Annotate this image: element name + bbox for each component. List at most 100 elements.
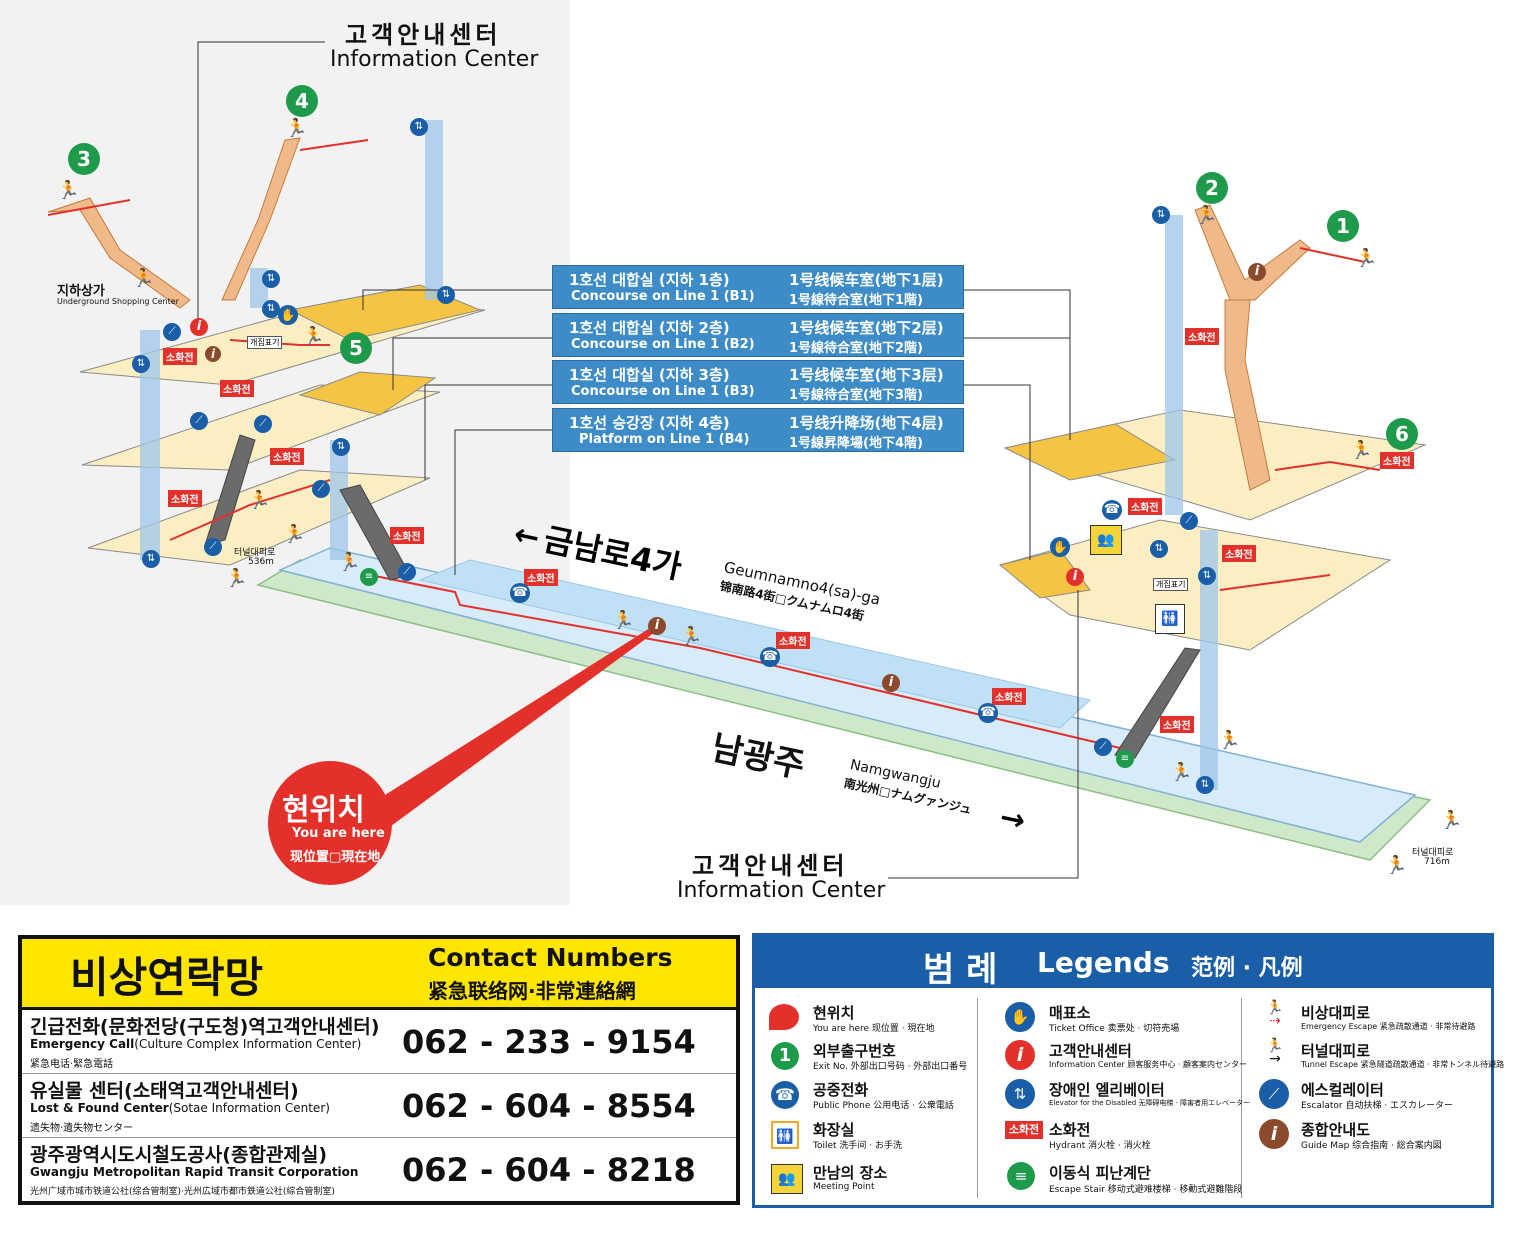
escalator-icon: ⟋ xyxy=(312,480,330,498)
meeting-point-icon: 👥 xyxy=(771,1164,803,1194)
right-elevator-shaft-2 xyxy=(1200,530,1218,790)
contact-row-en-bold: Emergency Call xyxy=(30,1037,135,1051)
evac-route-left xyxy=(169,479,331,541)
contact-row: 광주광역시도시철도공사(종합관제실) Gwangju Metropolitan … xyxy=(22,1138,736,1201)
escape-runner-icon: 🏃 xyxy=(1355,248,1378,269)
legend-header: 범 례 Legends 范例 · 凡例 xyxy=(755,936,1491,990)
info-center-icon: i xyxy=(1005,1040,1035,1070)
connector-b4 xyxy=(454,429,552,575)
escalator-icon: ⟋ xyxy=(1094,738,1112,756)
escalator-icon: ⟋ xyxy=(398,563,416,581)
contact-row-ko: 긴급전화(문화전당(구도청)역고객안내센터) xyxy=(30,1016,380,1038)
floor-b3-ko: 1호선 대합실 (지하 3층) xyxy=(569,366,730,384)
exit-badge-1: 1 xyxy=(1327,210,1359,242)
hydrant-marker: 소화전 xyxy=(524,569,558,586)
floor-label-b3: 1호선 대합실 (지하 3층) Concourse on Line 1 (B3)… xyxy=(552,360,964,404)
guide-map-icon: i xyxy=(1248,263,1266,281)
guide-map-icon: i xyxy=(205,346,221,362)
exit-badge-3: 3 xyxy=(68,143,100,175)
public-phone-icon: ☎ xyxy=(760,647,780,667)
elevator-icon: ⇅ xyxy=(332,438,350,456)
you-are-here-pointer xyxy=(358,628,655,840)
floor-b4-ko: 1호선 승강장 (지하 4층) xyxy=(569,414,730,432)
you-are-here-ko: 현위치 xyxy=(282,793,365,828)
public-phone-icon: ☎ xyxy=(978,703,998,723)
tunnel-runner-icon: 🏃 xyxy=(338,552,361,573)
escalator-icon: ⟋ xyxy=(1180,512,1198,530)
floor-b4-en: Platform on Line 1 (B4) xyxy=(579,432,750,447)
escalator-icon: ⟋ xyxy=(163,323,181,341)
escape-runner-icon: 🏃 xyxy=(1350,440,1373,461)
elevator-icon: ⇅ xyxy=(262,300,280,318)
tunnel-right-dist: 716m xyxy=(1424,857,1450,867)
connector-b2 xyxy=(392,337,552,390)
escape-runner-icon: 🏃 xyxy=(57,180,80,201)
contact-row-phone[interactable]: 062 - 233 - 9154 xyxy=(402,1023,696,1061)
contact-row-en: Emergency Call(Culture Complex Informati… xyxy=(30,1037,361,1051)
connector-b3-right xyxy=(963,384,1031,560)
contact-header: 비상연락망 Contact Numbers 紧急联络网·非常連絡網 xyxy=(22,939,736,1010)
elevator-icon: ⇅ xyxy=(437,286,455,304)
hydrant-marker: 소화전 xyxy=(776,632,810,649)
contact-row-sub: 光州广域市城市铁道公社(综合管制室)·光州広域市都市鉄道公社(綜合管制室) xyxy=(30,1187,335,1197)
tunnel-runner-icon: 🏃 xyxy=(1440,810,1463,831)
ticket-office-icon: ✋ xyxy=(278,305,298,325)
evac-route-right-b2 xyxy=(1219,574,1331,591)
you-are-here-cn: 现位置□現在地 xyxy=(290,850,381,865)
contact-row-en-bold: Lost & Found Center xyxy=(30,1101,169,1115)
escape-stair-icon: ≡ xyxy=(360,568,378,586)
you-are-here-icon xyxy=(769,1004,799,1030)
connector-b1 xyxy=(362,289,552,310)
left-floor-b2-yellow xyxy=(298,371,437,416)
tunnel-runner-icon: 🏃 xyxy=(225,568,248,589)
floor-label-b2: 1호선 대합실 (지하 2층) Concourse on Line 1 (B2)… xyxy=(552,313,964,357)
elevator-icon: ⇅ xyxy=(1196,776,1214,794)
connector-b1-right xyxy=(963,289,1071,440)
floor-b2-ko: 1호선 대합실 (지하 2층) xyxy=(569,319,730,337)
you-are-here-circle xyxy=(268,761,392,885)
escalator-icon: ⟋ xyxy=(254,415,272,433)
escape-stair-icon: ≡ xyxy=(1007,1162,1035,1190)
escape-arrow-exit3 xyxy=(47,199,131,216)
platform-inner xyxy=(418,559,1092,729)
meeting-point-icon: 👥 xyxy=(1090,525,1122,555)
legend-title-ko: 범 례 xyxy=(923,950,998,990)
elevator-icon: ⇅ xyxy=(1152,206,1170,224)
floor-b2-en: Concourse on Line 1 (B2) xyxy=(571,337,755,352)
elevator-icon: ⇅ xyxy=(1198,567,1216,585)
legend-divider xyxy=(977,998,978,1198)
escape-runner-icon: 🏃 xyxy=(248,490,271,511)
escape-runner-icon: 🏃 xyxy=(612,610,635,631)
contact-row-sub: 遗失物·遺失物センター xyxy=(30,1123,134,1134)
hydrant-marker: 소화전 xyxy=(163,348,197,365)
contact-numbers-panel: 비상연락망 Contact Numbers 紧急联络网·非常連絡網 긴급전화(문… xyxy=(18,935,740,1205)
right-floor-b2-yellow xyxy=(998,549,1091,599)
tunnel-runner-icon: 🏃 xyxy=(1170,762,1193,783)
info-center-bottom-en: Information Center xyxy=(677,878,886,903)
hydrant-marker: 소화전 xyxy=(270,448,304,465)
escape-stair-icon: ≡ xyxy=(1116,750,1134,768)
exit-badge-5: 5 xyxy=(340,332,372,364)
evac-route-right xyxy=(1274,460,1381,471)
left-elevator-shaft-2 xyxy=(425,120,443,300)
toilet-icon: 🚻 xyxy=(1155,604,1185,634)
ticket-gate-label: 개집표기 xyxy=(247,336,283,349)
map-drawing xyxy=(47,41,1432,885)
floor-b1-jp: 1号線待合室(地下1階) xyxy=(789,293,923,308)
hydrant-marker: 소화전 xyxy=(220,380,254,397)
contact-row: 긴급전화(문화전당(구도청)역고객안내센터) Emergency Call(Cu… xyxy=(22,1010,736,1074)
elevator-icon: ⇅ xyxy=(262,270,280,288)
floor-label-b1: 1호선 대합실 (지하 1층) Concourse on Line 1 (B1)… xyxy=(552,265,964,309)
contact-row-en-rest: (Culture Complex Information Center) xyxy=(134,1037,362,1051)
elevator-icon: ⇅ xyxy=(142,550,160,568)
evac-route-platform xyxy=(369,574,1121,749)
contact-row-phone[interactable]: 062 - 604 - 8218 xyxy=(402,1151,696,1189)
contact-row-phone[interactable]: 062 - 604 - 8554 xyxy=(402,1087,696,1125)
connector-b3 xyxy=(424,384,552,480)
tunnel-runner-icon: 🏃 xyxy=(1218,730,1241,751)
stair-exit4 xyxy=(221,137,301,301)
escape-runner-icon: 🏃 xyxy=(302,326,325,347)
emergency-escape-icon: 🏃⇢ xyxy=(1266,1000,1284,1029)
info-center-top-ko: 고객안내센터 xyxy=(345,21,502,49)
guide-map-icon: i xyxy=(648,617,666,635)
